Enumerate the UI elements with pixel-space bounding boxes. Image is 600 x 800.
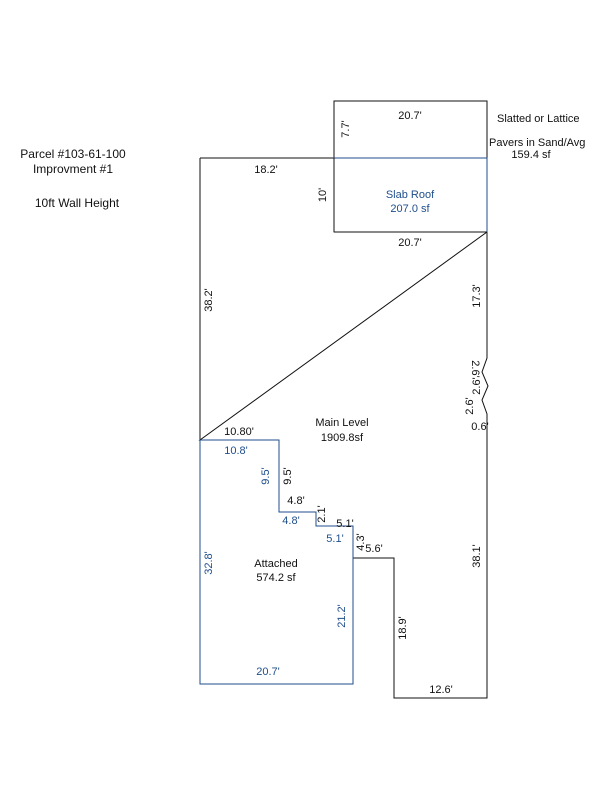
dim-right-lower: 38.1' (471, 544, 483, 568)
dim-main-left: 38.2' (203, 288, 215, 312)
att-dim-left: 32.8' (203, 551, 215, 575)
lattice-area: 159.4 sf (511, 149, 551, 161)
dim-notch-b: 2.6' (471, 377, 483, 394)
att-dim-run2: 5.1' (326, 533, 343, 545)
area-labels: Slatted or Lattice Pavers in Sand/Avg 15… (254, 113, 585, 584)
slab-area: 207.0 sf (390, 203, 430, 215)
slab-name: Slab Roof (386, 189, 435, 201)
main-name: Main Level (315, 417, 368, 429)
att-dim-top: 10.8' (224, 445, 248, 457)
dim-lattice-left: 7.7' (340, 120, 352, 137)
dim-lattice-top: 20.7' (398, 110, 422, 122)
lattice-subname: Pavers in Sand/Avg (489, 137, 585, 149)
dim-slab-left: 10' (317, 188, 329, 202)
dim-step-top: 10.80' (224, 426, 254, 438)
lattice-name: Slatted or Lattice (497, 113, 580, 125)
wall-height: 10ft Wall Height (35, 196, 120, 210)
dim-step-drop3: 4.3' (355, 533, 367, 550)
attached-area: 574.2 sf (256, 572, 296, 584)
dim-notch-a: 2.6' (469, 360, 481, 377)
dim-bottom: 12.6' (429, 684, 453, 696)
att-dim-right: 21.2' (336, 604, 348, 628)
dim-main-top: 18.2' (254, 164, 278, 176)
parcel-number: Parcel #103-61-100 (20, 147, 126, 161)
parcel-info: Parcel #103-61-100 Improvment #1 10ft Wa… (20, 147, 126, 210)
dim-slab-bottom: 20.7' (398, 237, 422, 249)
attached-name: Attached (254, 558, 297, 570)
dim-step-small-drop: 2.1' (316, 505, 328, 522)
att-dim-run1: 4.8' (282, 515, 299, 527)
dim-notch-c: 2.6' (464, 397, 476, 414)
dim-step-run3: 5.6' (365, 543, 382, 555)
dim-step-run2: 5.1' (336, 518, 353, 530)
att-dim-bottom: 20.7' (256, 666, 280, 678)
dim-notch-d: 0.6' (471, 421, 488, 433)
main-area: 1909.8sf (321, 432, 364, 444)
dim-right-upper: 17.3' (471, 284, 483, 308)
att-dim-drop1: 9.5' (260, 467, 272, 484)
improvement-number: Improvment #1 (33, 162, 113, 176)
dim-step-drop: 9.5' (282, 467, 294, 484)
attached-dimension-labels: 10.8' 9.5' 4.8' 5.1' 32.8' 21.2' 20.7' (203, 445, 348, 678)
dimension-labels: 20.7' 7.7' 10' 20.7' 18.2' 38.2' 17.3' 2… (203, 110, 489, 696)
dim-lower-drop: 18.9' (397, 616, 409, 640)
attached-outline (199, 439, 354, 685)
dim-step-mid: 4.8' (287, 495, 304, 507)
